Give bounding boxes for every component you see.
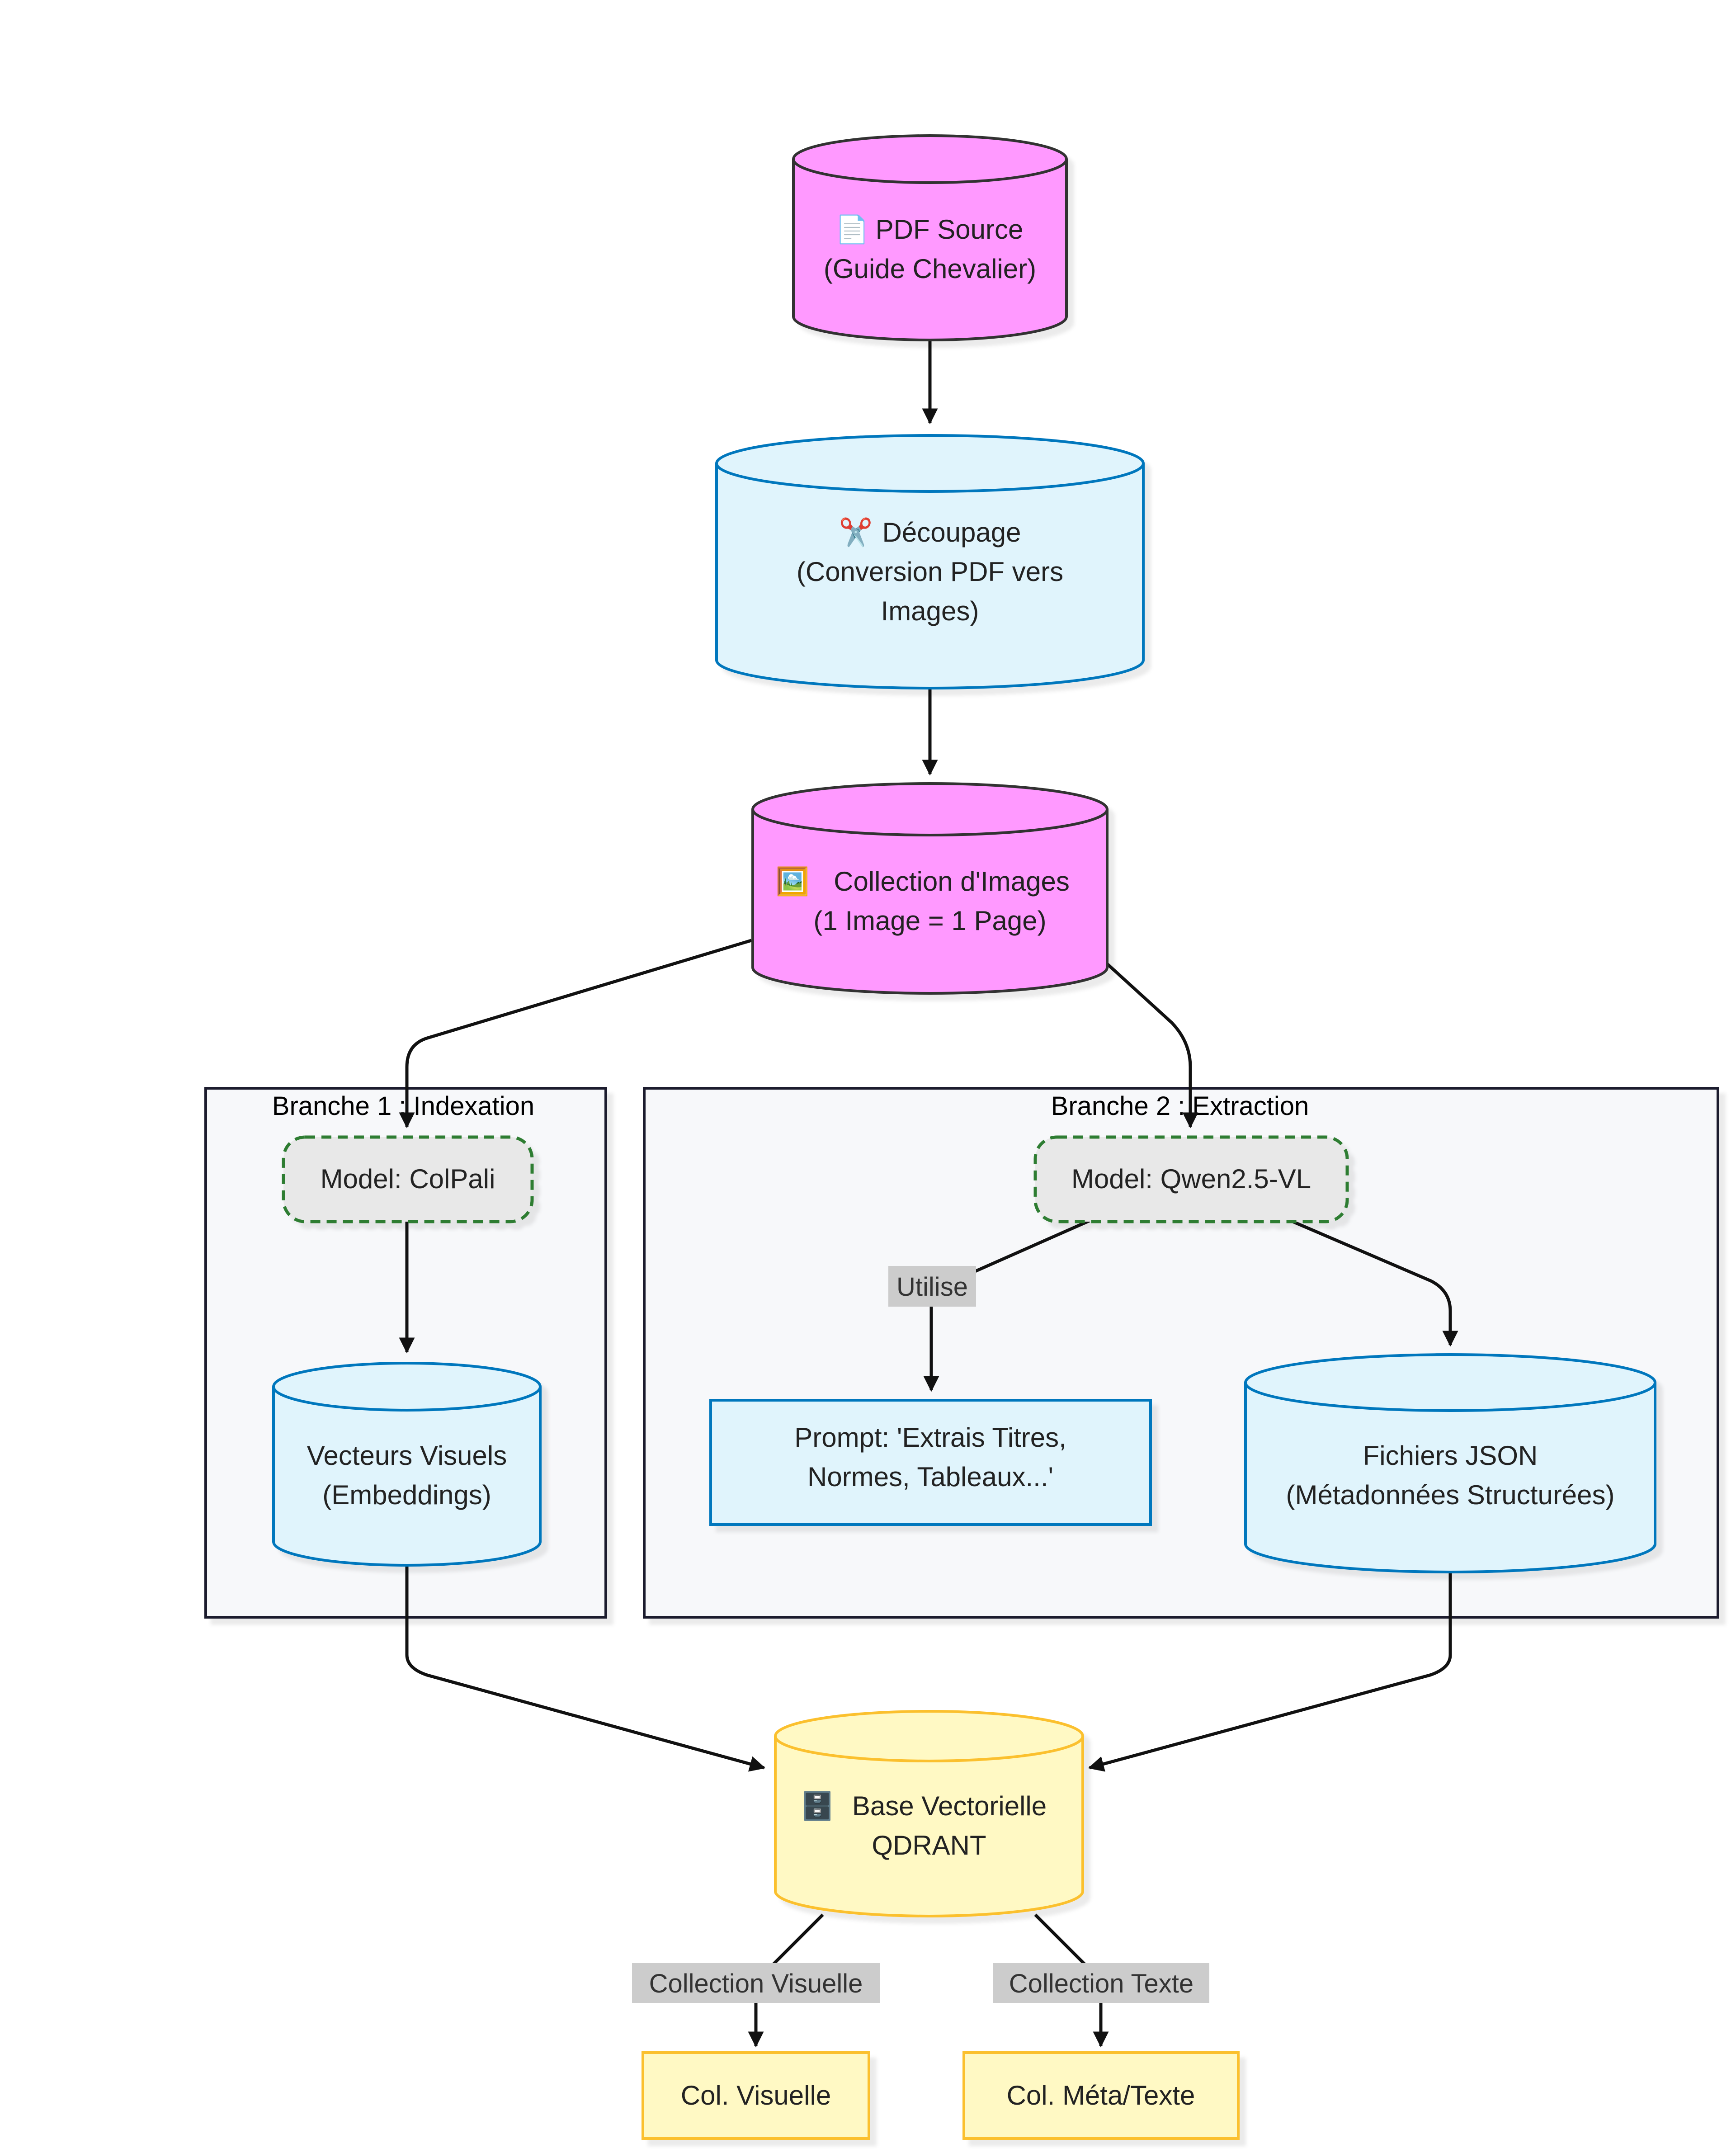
node-decoupage-line3: Images) (881, 596, 979, 626)
node-col-visuelle-label: Col. Visuelle (681, 2080, 831, 2111)
node-qdrant-line2: QDRANT (872, 1830, 986, 1860)
node-col-meta-box (962, 2051, 1240, 2140)
node-collection-images-body (751, 782, 1109, 995)
node-prompt-line1: Prompt: 'Extrais Titres, (794, 1422, 1066, 1453)
node-qdrant-icon: 🗄️ (801, 1790, 835, 1822)
node-pdf-source-body (792, 134, 1068, 341)
edge-label-utilise: Utilise (888, 1266, 976, 1307)
node-decoupage-body (715, 434, 1145, 689)
node-vecteurs-body (272, 1362, 542, 1567)
node-col-visuelle: Col. Visuelle (642, 2051, 870, 2140)
node-collection-images-icon: 🖼️ (776, 866, 810, 897)
edge-vecteurs-to-qdrant (405, 1564, 766, 1772)
node-collection-images-line2: (1 Image = 1 Page) (813, 906, 1046, 936)
node-vecteurs-line1: Vecteurs Visuels (307, 1440, 507, 1471)
edge-label-collection-visuelle-bg (632, 1963, 880, 2003)
edge-collection-to-colpali (399, 939, 752, 1128)
node-fichiers-json-line1: Fichiers JSON (1363, 1440, 1538, 1471)
edge-qwen-to-json (1290, 1219, 1458, 1347)
node-model-colpali: Model: ColPali (282, 1135, 534, 1223)
node-decoupage-line2: (Conversion PDF vers (797, 557, 1063, 587)
node-prompt-box (709, 1399, 1152, 1526)
edge-label-collection-texte-text: Collection Texte (1009, 1969, 1194, 1998)
node-collection-images: 🖼️ Collection d'Images (1 Image = 1 Page… (751, 782, 1109, 995)
node-vecteurs-top (272, 1386, 542, 1412)
node-qdrant-body (774, 1710, 1084, 1917)
node-model-colpali-label: Model: ColPali (321, 1164, 495, 1194)
edge-label-utilise-bg (888, 1266, 976, 1307)
node-col-meta-label: Col. Méta/Texte (1007, 2080, 1195, 2111)
node-vecteurs-line2: (Embeddings) (322, 1480, 491, 1510)
edge-label-collection-texte-bg (993, 1963, 1209, 2003)
group-branche-1-title: Branche 1 : Indexation (272, 1091, 534, 1121)
node-pdf-source-top (792, 159, 1068, 184)
node-collection-images-line1: Collection d'Images (834, 866, 1070, 897)
node-collection-images-top (751, 809, 1109, 836)
edge-label-utilise-text: Utilise (896, 1272, 968, 1302)
node-pdf-source: 📄 PDF Source (Guide Chevalier) (792, 134, 1068, 341)
edge-collection-to-qwen (1105, 962, 1198, 1128)
node-fichiers-json-body (1244, 1353, 1656, 1573)
node-fichiers-json: Fichiers JSON (Métadonnées Structurées) (1244, 1353, 1656, 1573)
node-decoupage: ✂️ Découpage (Conversion PDF vers Images… (715, 434, 1145, 689)
node-qdrant-line1: Base Vectorielle (852, 1791, 1047, 1821)
node-prompt-line2: Normes, Tableaux...' (807, 1462, 1053, 1492)
node-fichiers-json-line2: (Métadonnées Structurées) (1286, 1480, 1614, 1510)
node-decoupage-top (715, 463, 1145, 493)
node-pdf-source-line1: PDF Source (876, 214, 1024, 245)
edge-label-collection-visuelle-text: Collection Visuelle (649, 1969, 863, 1998)
node-prompt: Prompt: 'Extrais Titres, Normes, Tableau… (709, 1399, 1152, 1526)
node-model-qwen: Model: Qwen2.5-VL (1033, 1135, 1349, 1223)
edge-json-to-qdrant (1088, 1571, 1452, 1772)
node-vecteurs-visuels: Vecteurs Visuels (Embeddings) (272, 1362, 542, 1567)
node-model-qwen-box (1033, 1135, 1349, 1223)
edge-label-collection-texte: Collection Texte (993, 1963, 1209, 2003)
node-qdrant-top (774, 1736, 1084, 1762)
node-fichiers-json-top (1244, 1382, 1656, 1412)
node-model-colpali-box (282, 1135, 534, 1223)
node-pdf-source-icon: 📄 (835, 214, 869, 245)
node-decoupage-line1: Découpage (882, 517, 1021, 548)
group-branche-2-title: Branche 2 : Extraction (1051, 1091, 1309, 1121)
node-col-visuelle-box (642, 2051, 870, 2140)
node-pdf-source-line2: (Guide Chevalier) (824, 254, 1036, 284)
node-model-qwen-label: Model: Qwen2.5-VL (1071, 1164, 1311, 1194)
node-qdrant: 🗄️ Base Vectorielle QDRANT (774, 1710, 1084, 1917)
edge-label-collection-visuelle: Collection Visuelle (632, 1963, 880, 2003)
node-col-meta: Col. Méta/Texte (962, 2051, 1240, 2140)
node-decoupage-icon: ✂️ (839, 516, 873, 548)
